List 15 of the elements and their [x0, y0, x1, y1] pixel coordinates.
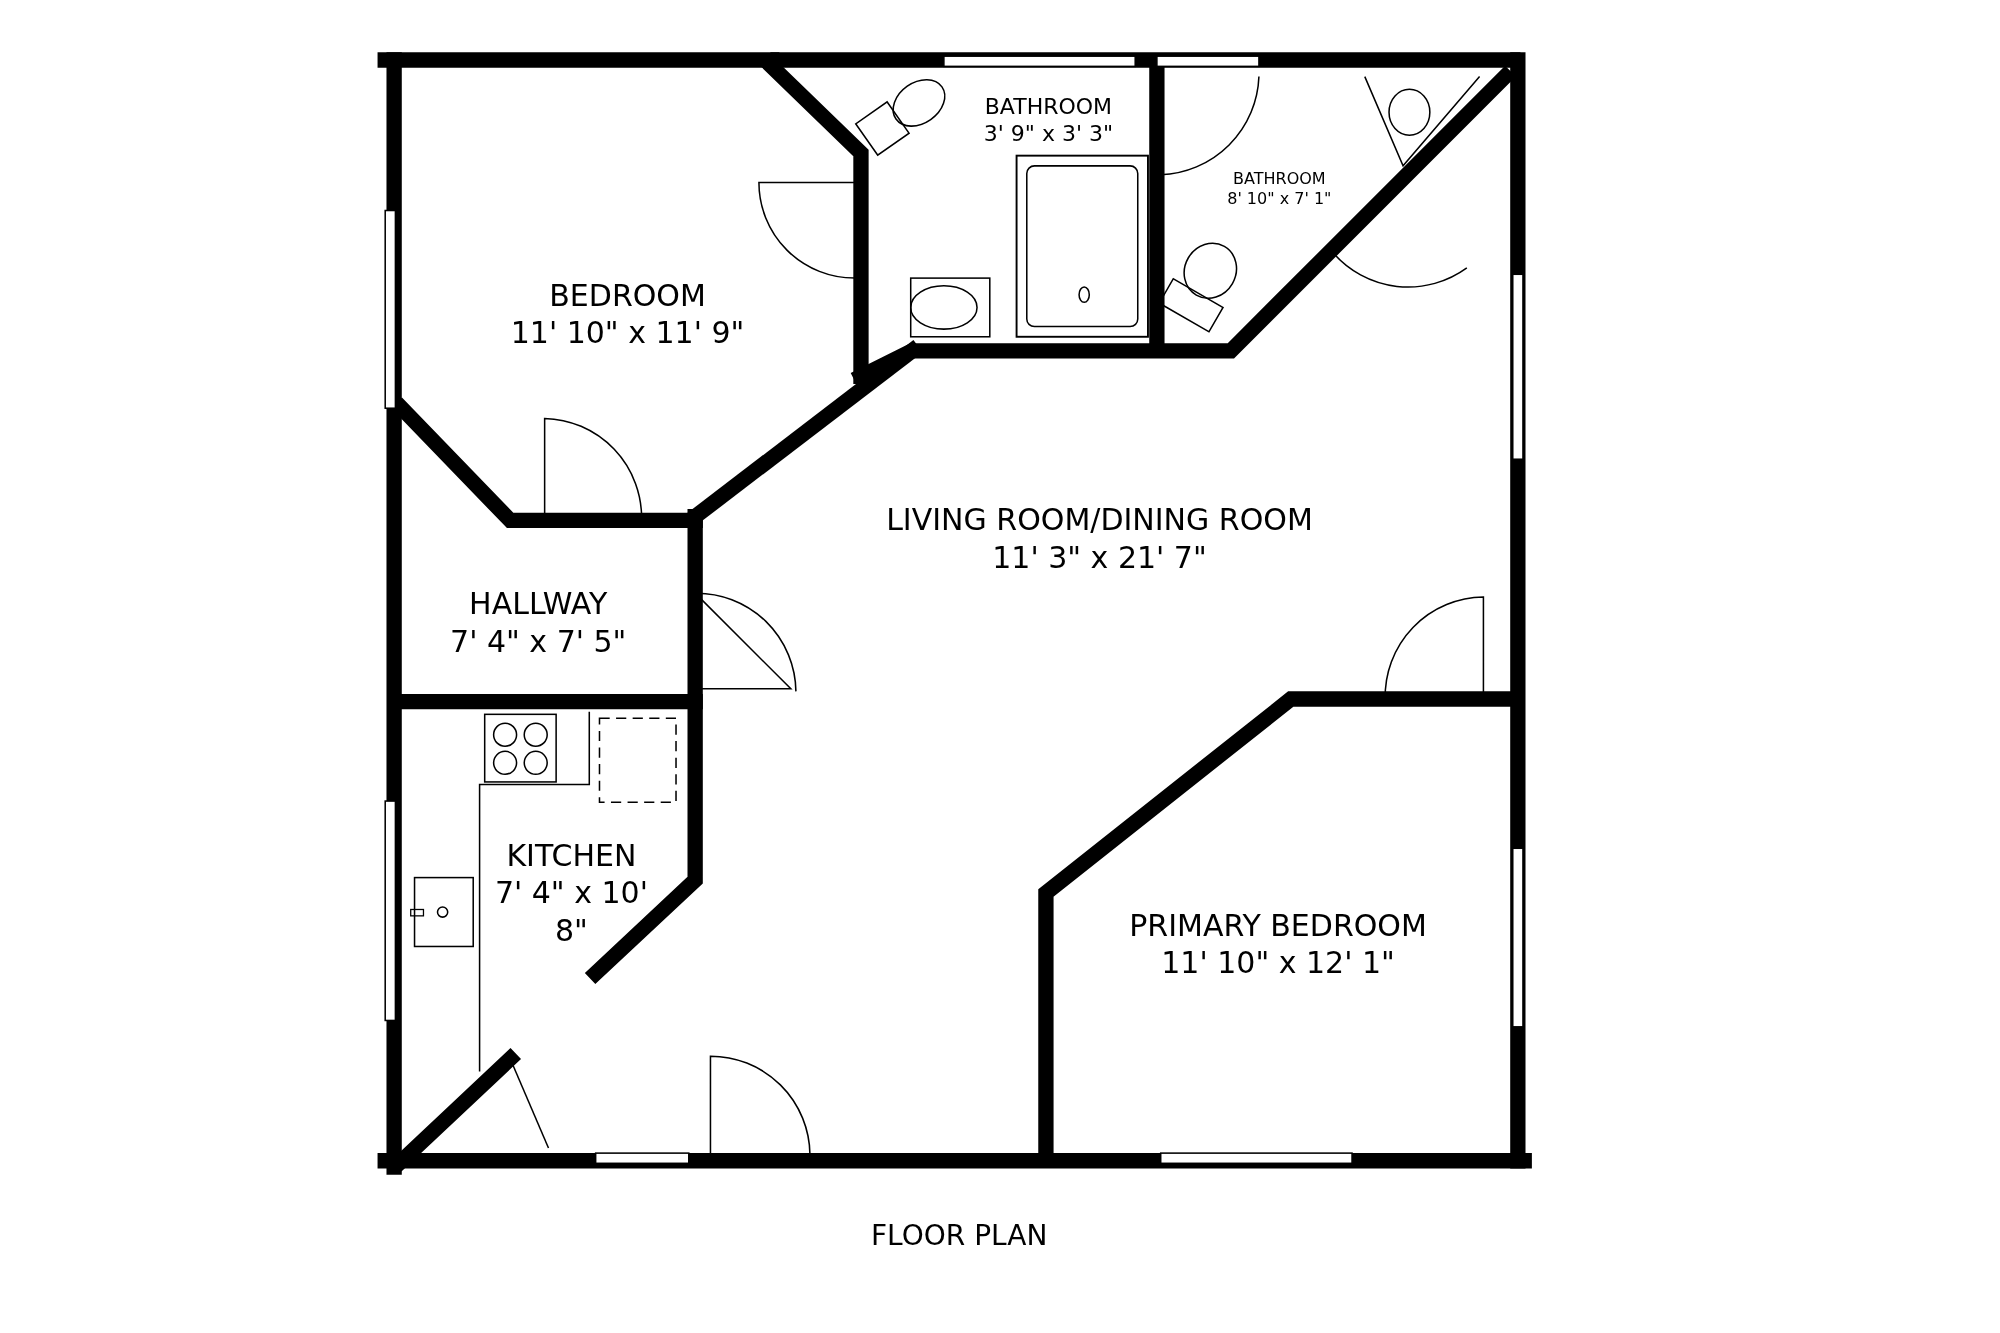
room-dimensions: 8' 10" x 7' 1"	[1227, 188, 1332, 209]
room-dimensions: 7' 4" x 7' 5"	[450, 622, 627, 660]
room-dimensions: 11' 3" x 21' 7"	[992, 538, 1207, 576]
room-dimensions: 11' 10" x 12' 1"	[1161, 943, 1395, 982]
room-name: KITCHEN	[506, 836, 637, 875]
room-dimensions: 7' 4" x 10' 8"	[493, 874, 649, 950]
room-dimensions: 11' 10" x 11' 9"	[510, 313, 745, 352]
room-name: BATHROOM	[1233, 168, 1326, 189]
room-dimensions: 3' 9" x 3' 3"	[983, 119, 1114, 148]
room-name: LIVING ROOM/DINING ROOM	[886, 500, 1313, 539]
plan-caption: FLOOR PLAN	[870, 1217, 1049, 1254]
room-name: BEDROOM	[549, 276, 706, 314]
room-name: PRIMARY BEDROOM	[1129, 906, 1427, 944]
room-name: BATHROOM	[984, 92, 1113, 120]
room-name: HALLWAY	[469, 584, 608, 623]
